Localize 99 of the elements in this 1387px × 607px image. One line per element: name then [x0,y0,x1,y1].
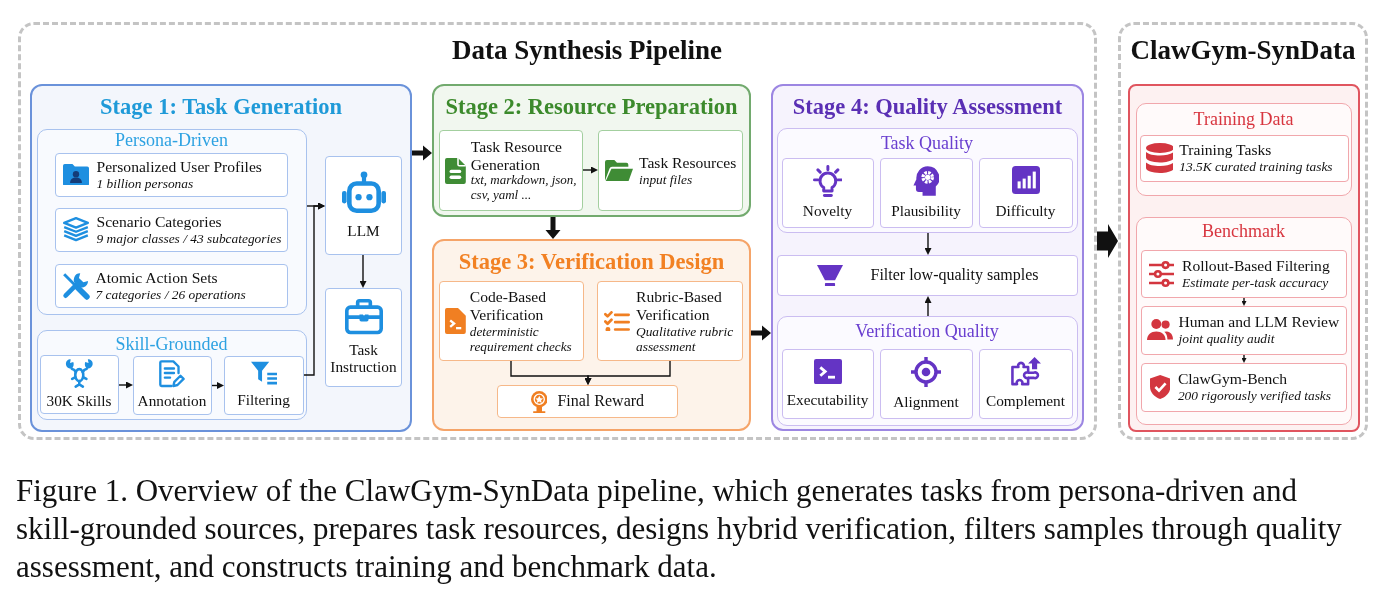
block-arrow [751,325,771,341]
item-title: Scenario Categories [96,212,222,231]
arrow [1241,354,1247,363]
item-card [439,281,584,361]
tile-card [879,157,973,228]
item-description: joint quality audit [1178,331,1275,347]
stage-title: Stage 3: Verification Design [458,248,725,275]
group-title: Task Quality [880,133,974,155]
tile-card [223,355,304,415]
item-description: Estimate per-task accuracy [1182,274,1329,291]
arrow [118,381,133,389]
item-card [54,207,288,252]
tile-label: Plausibility [891,201,961,220]
stage-title: Stage 4: Quality Assessment [792,93,1063,120]
block-arrow [1097,224,1118,258]
item-description: 1 billion personas [96,175,194,192]
group-title: Persona-Driven [115,130,228,152]
item-title: ClawGym-Bench [1177,370,1288,389]
arrow [211,382,224,389]
item-description: txt, markdown, json, csv, yaml ... [470,173,578,204]
item-title: Rollout-Based Filtering [1182,256,1330,275]
output-panel [1128,84,1360,432]
item-title: Atomic Action Sets [95,268,218,287]
item-card [598,130,743,211]
item-card [54,263,288,308]
item-description: 7 categories / 26 operations [95,286,246,303]
group-panel [777,316,1078,426]
group-panel [1136,103,1352,196]
frame-title: ClawGym-SynData [1130,34,1356,67]
group-title: Training Data [1193,109,1294,131]
arrow [1241,297,1247,306]
stage-panel [432,239,751,431]
item-title: Rubric-Based Verification [636,287,723,324]
group-panel [777,128,1078,233]
item-title: Task Resource Generation [470,137,563,174]
tile-label: LLM [347,222,380,240]
item-card [1139,134,1349,182]
item-card [1140,362,1347,412]
stage-panel [432,84,751,217]
tile-card [39,354,119,414]
arrow [303,202,325,376]
item-description: 9 major classes / 43 subcategories [96,230,282,247]
tile-card [781,157,874,228]
stage-title: Stage 2: Resource Preparation [445,93,738,120]
tile-label: Executability [786,390,869,409]
tile-card [879,348,973,419]
group-title: Skill-Grounded [115,334,228,356]
tile-label: Difficulty [995,201,1056,220]
item-card [54,152,288,197]
item-title: Training Tasks [1179,141,1272,160]
group-panel [37,330,307,420]
item-card [439,130,583,211]
step-card [497,385,678,418]
tile-card [325,288,402,387]
step-card [777,255,1078,296]
group-title: Verification Quality [855,321,999,343]
arrow [924,232,932,255]
tile-label: Task Instruction [329,340,398,376]
block-arrow [545,217,561,239]
arrow [359,254,367,288]
arrow [584,360,671,385]
arrow [924,296,932,317]
group-panel [1136,217,1352,425]
tile-card [132,355,212,415]
frame-title: Data Synthesis Pipeline [452,34,722,67]
item-description: Qualitative rubric assessment [636,323,735,355]
step-label: Filter low-quality samples [870,266,1039,285]
tile-label: Alignment [893,392,959,411]
tile-card [978,348,1073,419]
item-title: Personalized User Profiles [96,157,262,176]
tile-label: Complement [986,392,1065,410]
block-arrow [412,145,432,161]
tile-label: Novelty [802,202,853,220]
group-panel [37,129,307,315]
tile-label: 30K Skills [46,392,112,410]
stage-title: Stage 1: Task Generation [100,93,342,120]
tile-card [781,348,874,419]
stage-panel [30,84,412,432]
item-card [1140,305,1347,355]
step-label: Final Reward [557,392,645,411]
item-description: 13.5K curated training tasks [1179,159,1333,175]
item-description: input files [639,171,693,188]
item-title: Human and LLM Review [1178,313,1340,332]
item-description: 200 rigorously verified tasks [1177,388,1331,404]
item-title: Code-Based Verification [469,287,547,324]
group-title: Benchmark [1202,221,1285,243]
figure-caption: Figure 1. Overview of the ClawGym-SynData pipeline, which generates tasks from persona-driven and skill-grounded sources, prepares task resources, designs hybrid verification, filters samples through quality assessment, and constructs training and benchmark data. [16,472,1343,586]
tile-label: Filtering [237,391,290,409]
tile-label: Annotation [137,392,207,410]
arrow [582,166,598,174]
dashed-panel [18,22,1097,440]
tile-card [325,156,402,255]
item-card [1140,249,1347,298]
item-title: Task Resources [639,153,737,172]
stage-panel [771,84,1084,431]
item-description: deterministic requirement checks [469,323,573,355]
dashed-panel [1118,22,1368,440]
item-card [597,281,743,361]
tile-card [978,157,1073,228]
